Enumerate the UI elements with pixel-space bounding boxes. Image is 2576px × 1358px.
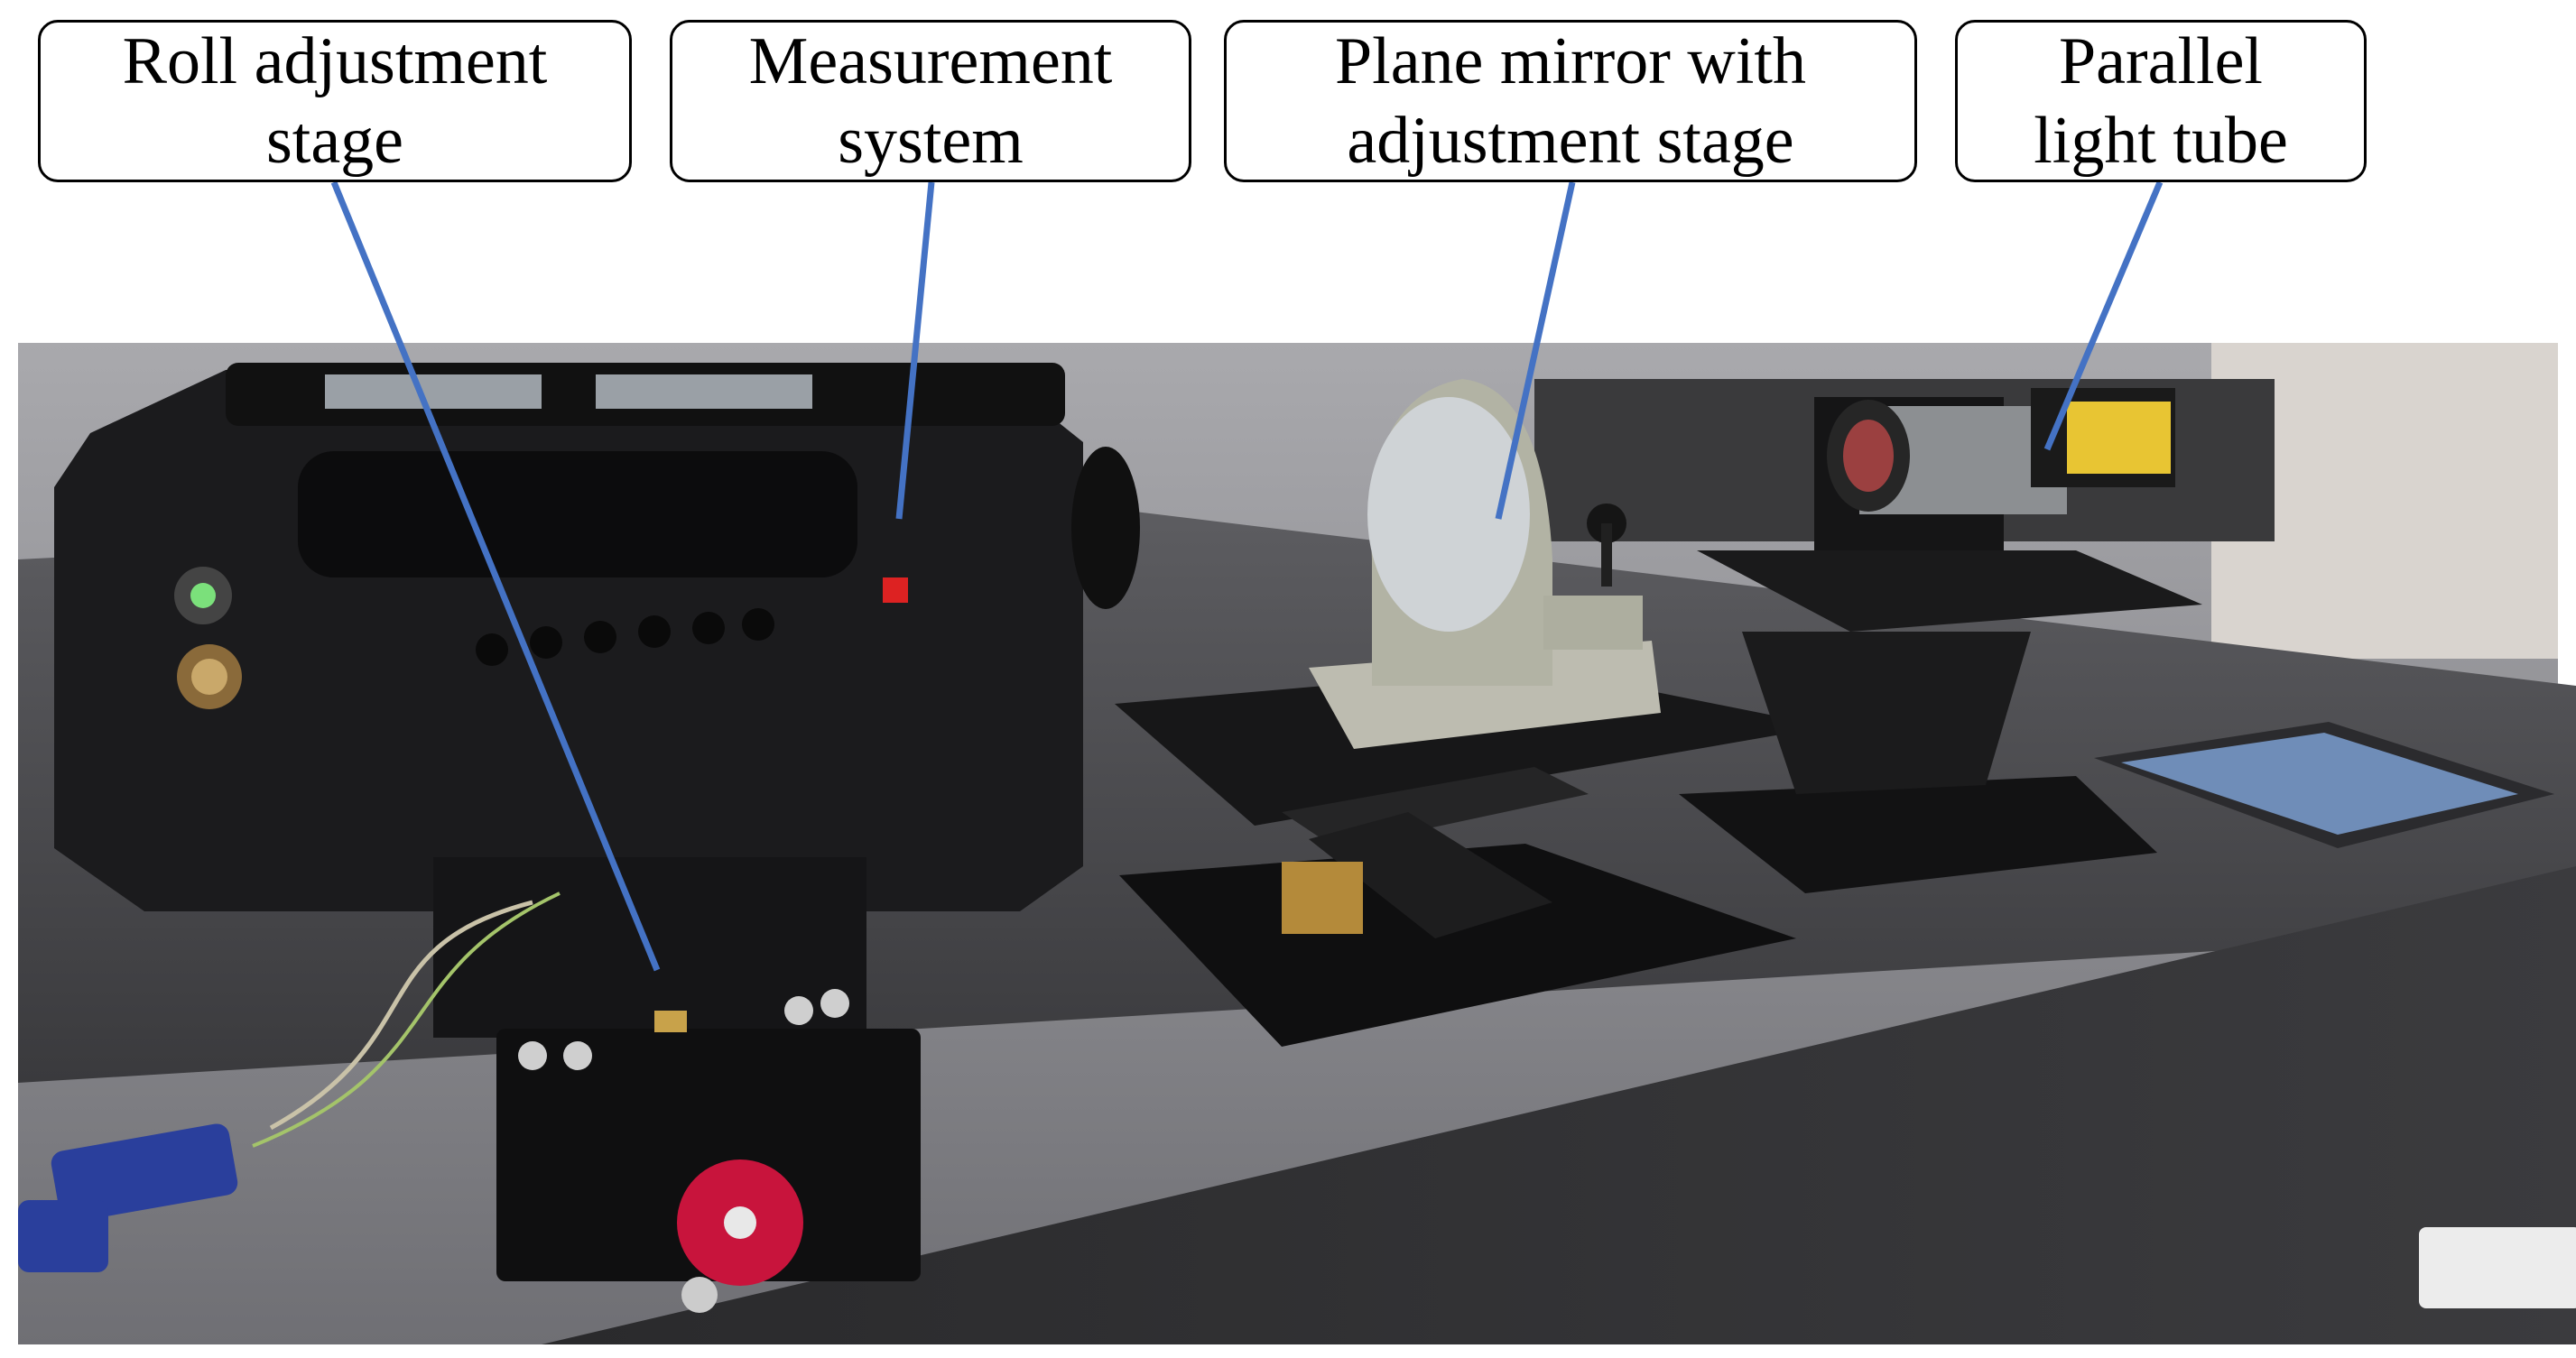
measurement-system: [54, 363, 1140, 911]
callout-roll-line2: stage: [265, 104, 404, 178]
leader-line-measure: [895, 181, 935, 520]
cables: [18, 891, 561, 1272]
leader-line-roll: [330, 180, 661, 972]
callout-tube-line2: light tube: [2034, 104, 2288, 178]
callout-tube-line1: Parallel: [2058, 24, 2263, 98]
callout-roll-line1: Roll adjustment: [122, 24, 548, 98]
callout-measure-line1: Measurement: [748, 24, 1113, 98]
parallel-light-tube-stage: [1679, 388, 2202, 893]
callout-mirror-line2: adjustment stage: [1347, 104, 1794, 178]
leader-line-mirror: [1495, 181, 1576, 520]
power-strip: [2419, 1227, 2576, 1308]
plane-mirror-stage: [1115, 379, 1828, 1047]
callout-plane-mirror: Plane mirror with adjustment stage: [1224, 20, 1917, 182]
leader-line-tube: [2043, 180, 2164, 451]
callout-roll-adjustment-stage: Roll adjustment stage: [38, 20, 632, 182]
tablet: [2094, 722, 2554, 848]
callout-measure-line2: system: [838, 104, 1024, 178]
callout-measurement-system: Measurement system: [670, 20, 1191, 182]
callout-parallel-light-tube: Parallel light tube: [1955, 20, 2367, 182]
callout-mirror-line1: Plane mirror with: [1334, 24, 1806, 98]
